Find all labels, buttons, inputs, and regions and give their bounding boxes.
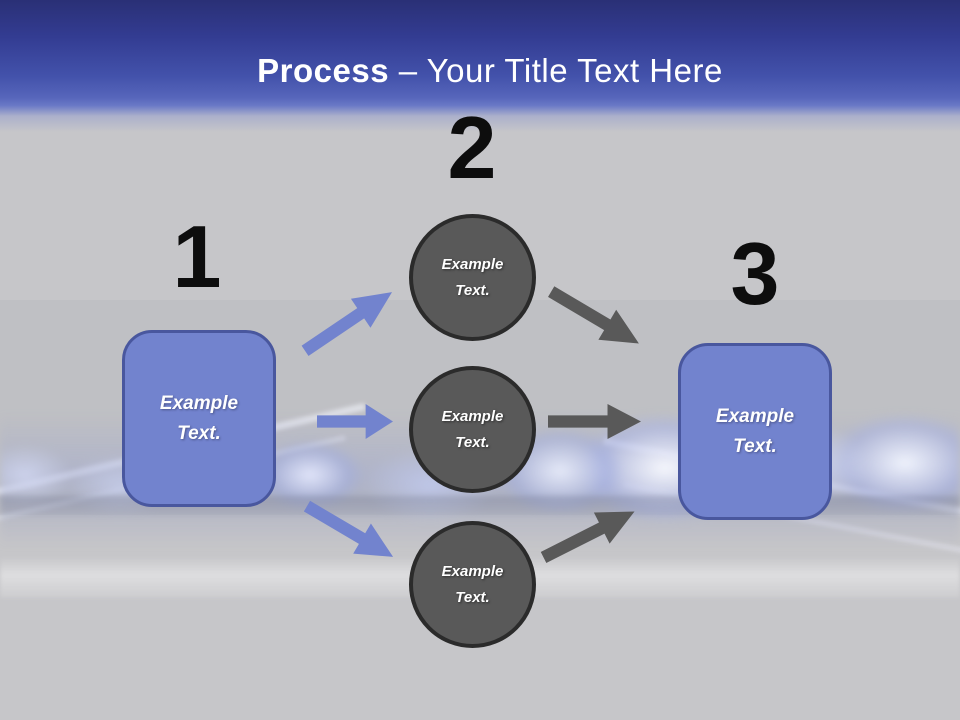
arrow-blue-down-right-icon bbox=[298, 490, 403, 573]
arrow-gray-down-right-icon bbox=[542, 276, 649, 360]
step3-box: Example Text. bbox=[678, 343, 832, 520]
circle-top-label-line2: Text. bbox=[455, 281, 490, 299]
step1-box-label-line1: Example bbox=[159, 393, 239, 415]
step2-circle-bottom: Example Text. bbox=[409, 521, 536, 648]
step1-box: Example Text. bbox=[122, 330, 276, 507]
step1-box-label-line2: Text. bbox=[177, 422, 221, 444]
arrow-gray-up-right-icon bbox=[535, 495, 643, 574]
circle-bottom-label-line1: Example bbox=[441, 563, 504, 580]
step-number-3: 3 bbox=[730, 224, 780, 323]
page-title: Process – Your Title Text Here bbox=[0, 52, 960, 90]
title-subtitle: – Your Title Text Here bbox=[398, 52, 723, 89]
step3-box-label-line2: Text. bbox=[733, 435, 777, 457]
header-banner: Process – Your Title Text Here bbox=[0, 0, 960, 132]
circle-middle-label-line2: Text. bbox=[455, 433, 490, 451]
step2-circle-middle: Example Text. bbox=[409, 366, 536, 493]
step3-box-label-line1: Example bbox=[715, 406, 795, 428]
step-number-1: 1 bbox=[172, 207, 222, 306]
step-number-2: 2 bbox=[447, 98, 497, 197]
arrow-blue-up-right-icon bbox=[295, 277, 403, 366]
arrow-blue-right-icon bbox=[317, 403, 393, 440]
circle-top-label-line1: Example bbox=[441, 256, 504, 273]
circle-middle-label-line1: Example bbox=[441, 408, 504, 425]
title-keyword: Process bbox=[257, 52, 390, 89]
circle-bottom-label-line2: Text. bbox=[455, 588, 490, 606]
arrow-gray-right-icon bbox=[548, 403, 641, 440]
step2-circle-top: Example Text. bbox=[409, 214, 536, 341]
